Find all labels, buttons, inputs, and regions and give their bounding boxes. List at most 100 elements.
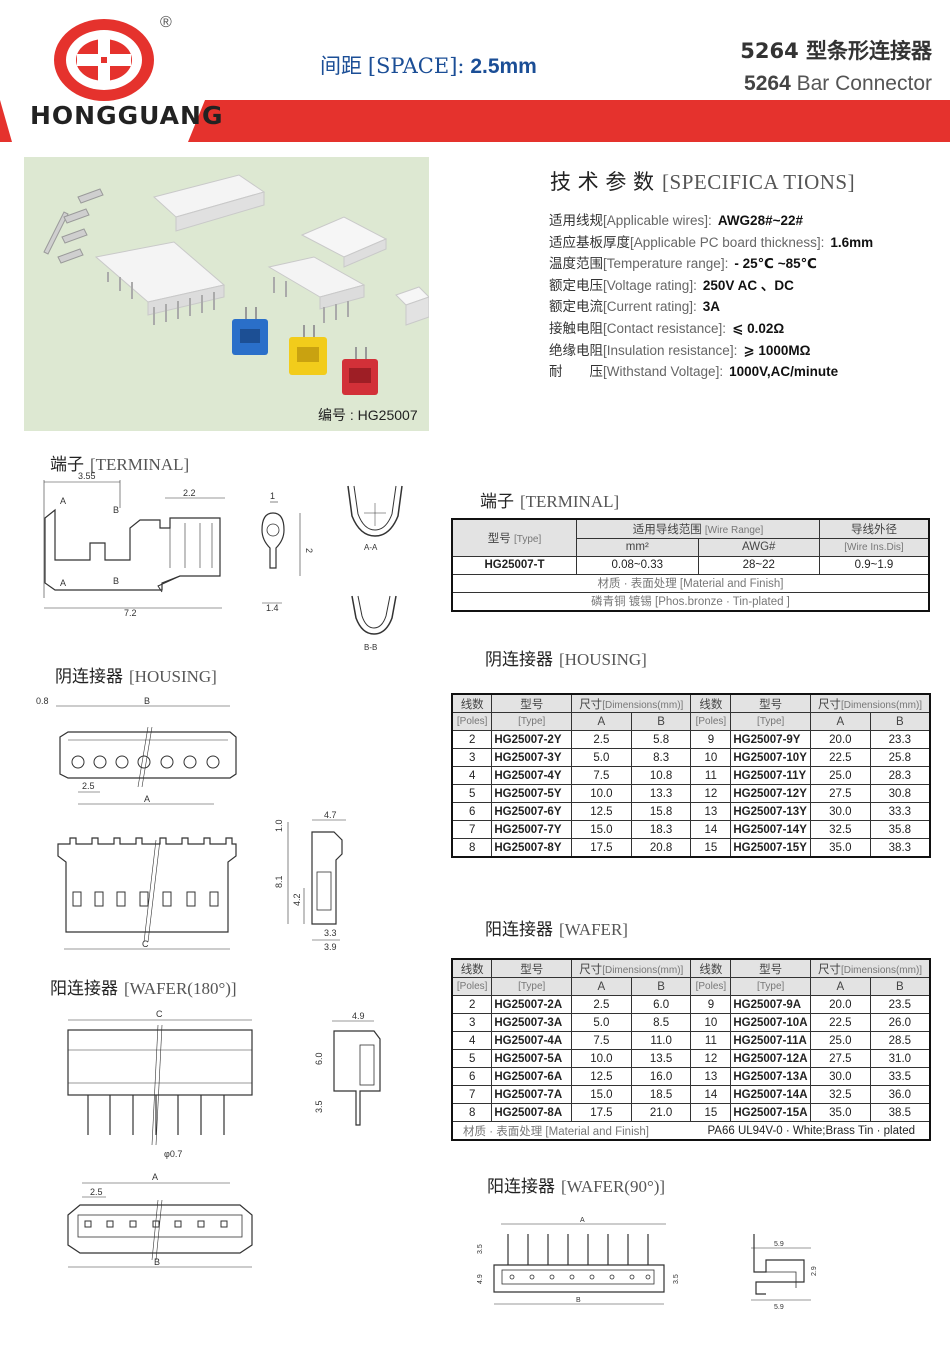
type-cell: HG25007-5A	[491, 1049, 573, 1068]
svg-text:A: A	[580, 1217, 585, 1224]
table-row: HG25007-T 0.08~0.33 28~22 0.9~1.9	[451, 555, 930, 575]
dim-b-cell: 13.3	[630, 784, 692, 803]
type-header: 型号	[491, 693, 573, 713]
terminal-type-header: 型号 [Type]	[451, 518, 578, 557]
dim-header: 尺寸[Dimensions(mm)]	[571, 958, 692, 978]
spec-label-en: [Temperature range]:	[603, 256, 729, 272]
poles-cell: 12	[690, 1049, 732, 1068]
type-cell: HG25007-3A	[491, 1013, 573, 1032]
poles-cell: 5	[451, 784, 493, 803]
dim-b-cell: 28.5	[869, 1031, 931, 1050]
svg-text:2.9: 2.9	[811, 1266, 818, 1276]
svg-text:A: A	[60, 496, 66, 506]
spec-label-en: [Contact resistance]:	[603, 321, 727, 336]
dim-b-cell: 33.5	[869, 1067, 931, 1086]
brand-name: HONGGUANG	[30, 101, 224, 130]
spec-label-cn: 适应基板厚度	[549, 234, 630, 250]
product-photo-art	[43, 174, 430, 395]
wafer-90-drawing: A 3.5 4.9 3.5 B 5.9 2.9 5.9	[477, 1217, 818, 1311]
dim-b-cell: 38.3	[869, 838, 931, 858]
dim-72: 7.2	[124, 608, 137, 618]
pitch-spec: 间距 [SPACE]: 2.5mm	[320, 50, 537, 80]
dim-a-cell: 12.5	[571, 802, 632, 821]
poles-cell: 10	[690, 748, 732, 767]
type-cell: HG25007-5Y	[491, 784, 573, 803]
poles-cell: 9	[690, 995, 732, 1014]
section-housing-left: 阴连接器[HOUSING]	[55, 667, 217, 687]
svg-text:4.9: 4.9	[352, 1011, 365, 1021]
terminal-table: 型号 [Type] 适用导线范围 [Wire Range] 导线外径 mm² A…	[451, 518, 930, 612]
type-cell: HG25007-9A	[730, 995, 811, 1014]
svg-text:1.0: 1.0	[274, 819, 284, 832]
spec-row: 绝缘电阻[Insulation resistance]:⩾ 1000MΩ	[549, 339, 811, 359]
dim-a-cell: 7.5	[571, 766, 632, 785]
dim-a-cell: 7.5	[571, 1031, 632, 1050]
dim-b-cell: 6.0	[630, 995, 692, 1014]
dim-b-cell: 23.5	[869, 995, 931, 1014]
dim-b-cell: 35.8	[869, 820, 931, 839]
page-title-cn: 5264 型条形连接器	[740, 35, 932, 65]
dim-a-cell: 32.5	[810, 820, 871, 839]
dim-a-cell: 27.5	[810, 784, 871, 803]
svg-text:3.5: 3.5	[314, 1100, 324, 1113]
svg-text:1: 1	[270, 491, 275, 501]
svg-text:2.5: 2.5	[90, 1187, 103, 1197]
title-cn-num: 5264	[740, 39, 799, 63]
blue-cap	[232, 307, 268, 355]
dim-b-cell: 10.8	[630, 766, 692, 785]
header-red-band	[0, 100, 950, 142]
svg-text:5.9: 5.9	[774, 1304, 784, 1311]
spec-label-cn: 耐 压	[549, 364, 603, 380]
section-wafer-180: 阳连接器[WAFER(180°)]	[50, 979, 237, 999]
dim-a-cell: 27.5	[810, 1049, 871, 1068]
spec-row: 温度范围[Temperature range]:- 25℃ ~85℃	[549, 252, 817, 272]
svg-text:3.9: 3.9	[324, 942, 337, 952]
section-housing-right: 阴连接器[HOUSING]	[485, 650, 647, 670]
wafer-material-value: PA66 UL94V-0 · White;Brass Tin · plated	[690, 1121, 931, 1141]
spec-row: 耐 压[Withstand Voltage]:1000V,AC/minute	[549, 360, 838, 380]
type-cell: HG25007-13A	[730, 1067, 811, 1086]
svg-text:B: B	[113, 576, 119, 586]
type-cell: HG25007-8Y	[491, 838, 573, 858]
section-wafer-right: 阳连接器[WAFER]	[485, 920, 628, 940]
svg-text:3.5: 3.5	[673, 1274, 680, 1284]
svg-text:B: B	[154, 1257, 160, 1267]
dim-b-cell: 15.8	[630, 802, 692, 821]
dim-b-cell: 38.5	[869, 1103, 931, 1122]
poles-cell: 4	[451, 766, 493, 785]
dim-a-cell: 32.5	[810, 1085, 871, 1104]
spec-label-en: [Withstand Voltage]:	[603, 364, 724, 380]
dim-header: 尺寸[Dimensions(mm)]	[810, 958, 931, 978]
wafer-material-label: 材质 · 表面处理 [Material and Finish]	[451, 1121, 691, 1141]
svg-text:A: A	[152, 1172, 158, 1182]
poles-cell: 8	[451, 1103, 493, 1122]
specs-title: 技 术 参 数[SPECIFICA TIONS]	[550, 166, 855, 196]
spec-value: 250V AC 、DC	[702, 277, 794, 293]
poles-cell: 15	[690, 838, 732, 858]
poles-cell: 4	[451, 1031, 493, 1050]
dim-b-cell: 16.0	[630, 1067, 692, 1086]
poles-cell: 15	[690, 1103, 732, 1122]
dim-b-cell: 25.8	[869, 748, 931, 767]
type-cell: HG25007-10A	[730, 1013, 811, 1032]
section-terminal-right: 端子[TERMINAL]	[480, 492, 620, 512]
poles-cell: 3	[451, 1013, 493, 1032]
dim-a-cell: 30.0	[810, 1067, 871, 1086]
dim-b-cell: 13.5	[630, 1049, 692, 1068]
dim-a-cell: 5.0	[571, 1013, 632, 1032]
dim-b-cell: 28.3	[869, 766, 931, 785]
type-cell: HG25007-11Y	[730, 766, 811, 785]
type-cell: HG25007-2A	[491, 995, 573, 1014]
svg-text:B: B	[144, 696, 150, 706]
dim-a-cell: 2.5	[571, 730, 632, 749]
